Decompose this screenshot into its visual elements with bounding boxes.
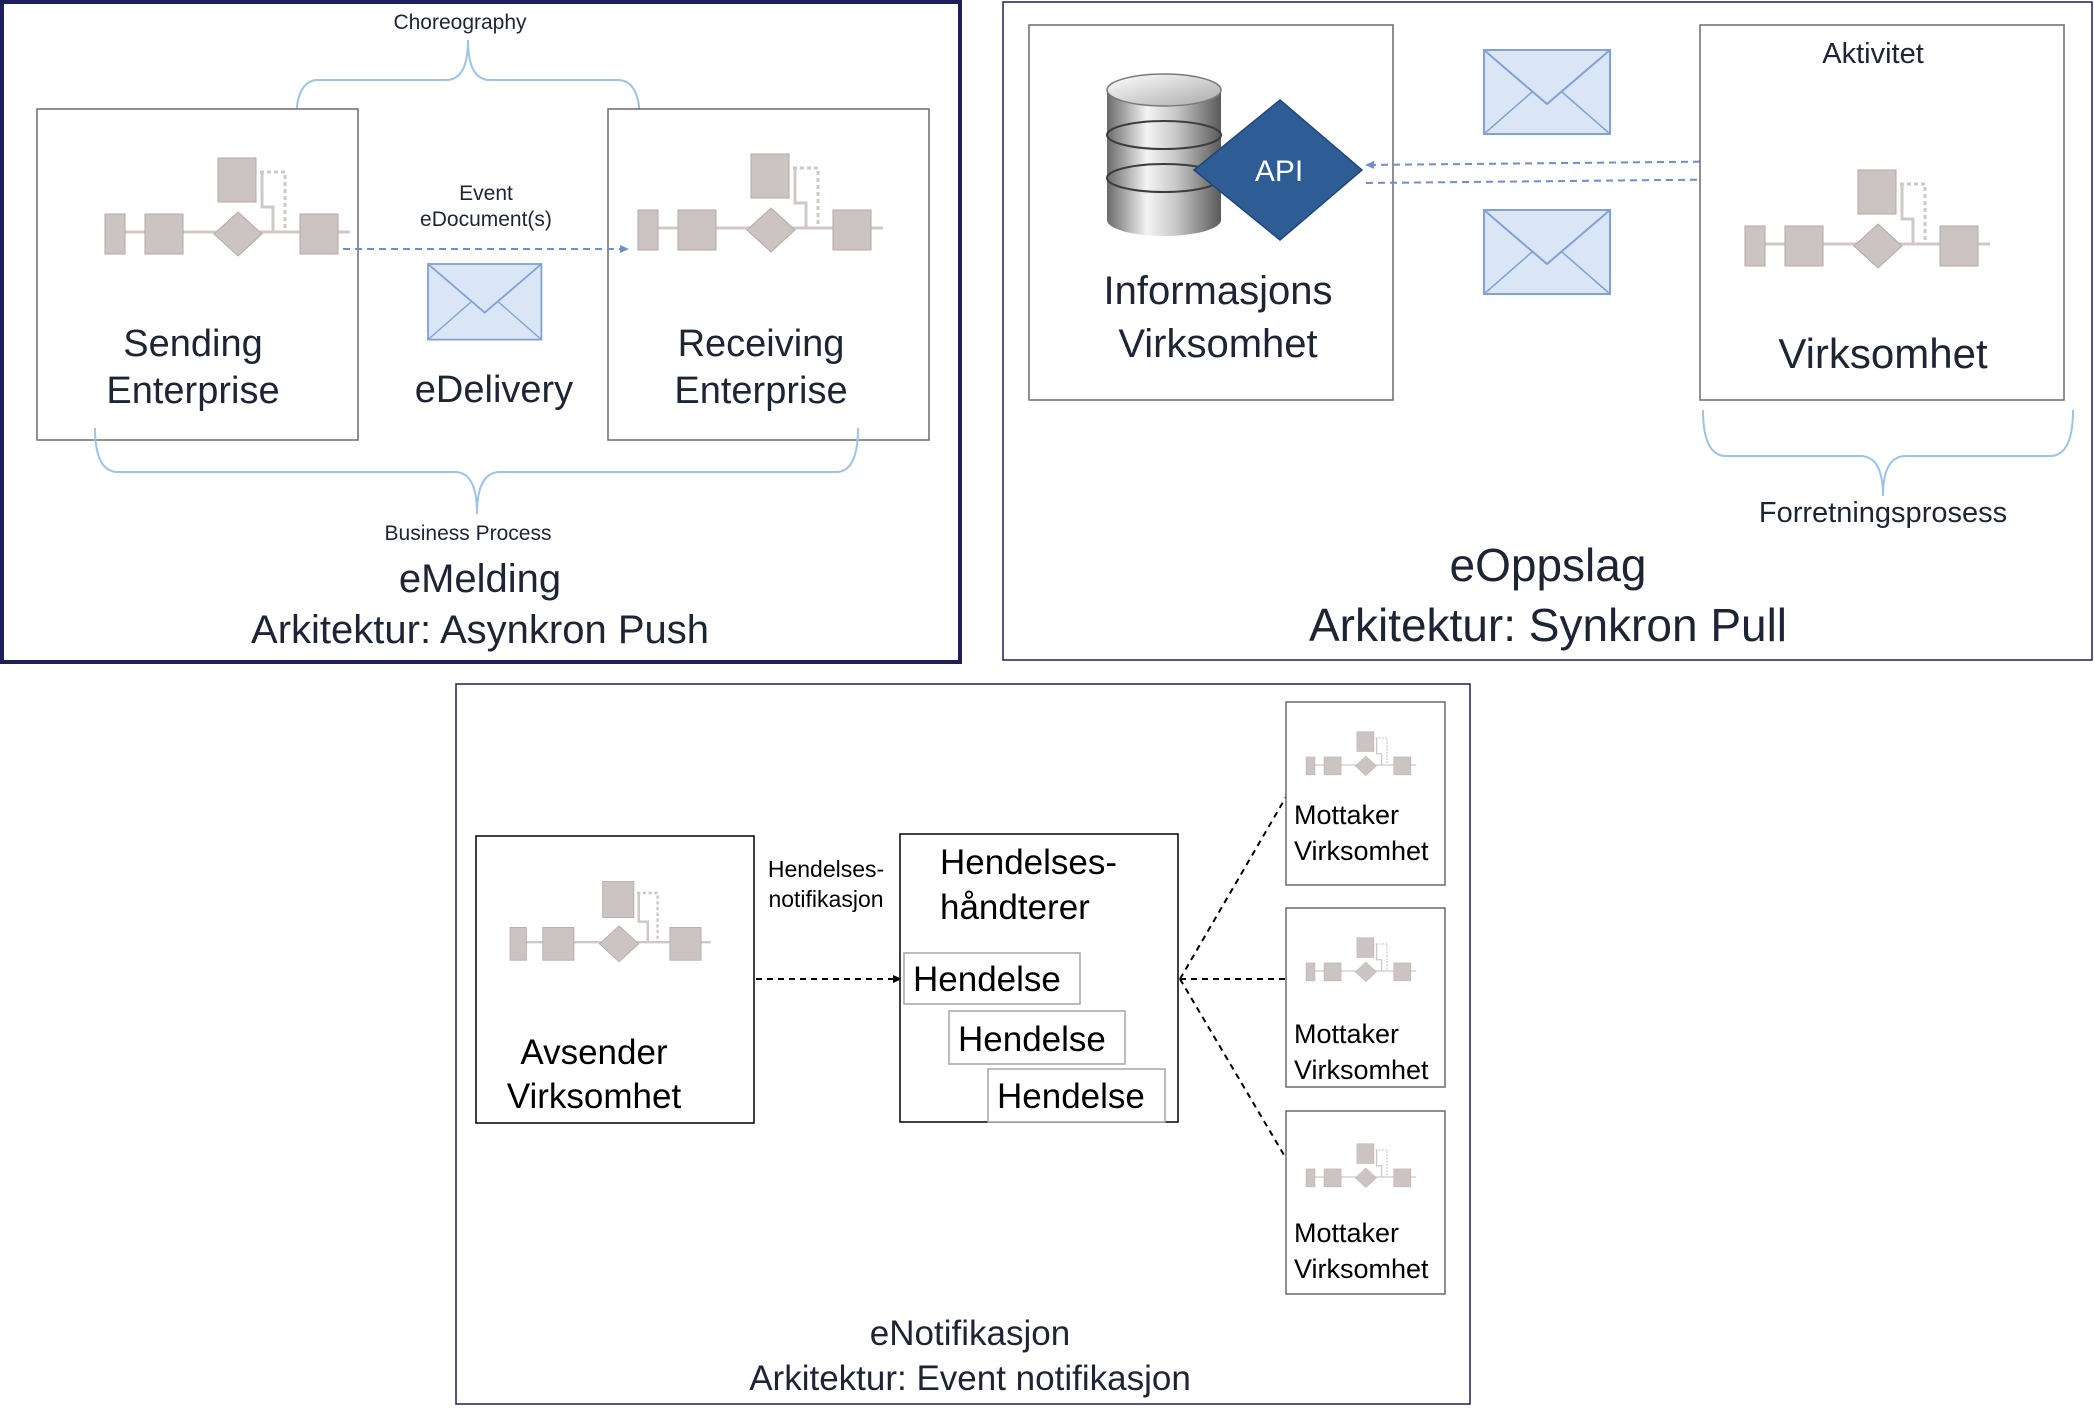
eoppslag-frame <box>1002 1 2093 661</box>
notification-label-line2: notifikasjon <box>768 886 883 912</box>
enotifikasjon-subtitle: Arkitektur: Event notifikasjon <box>749 1359 1191 1398</box>
request-envelope-icon <box>1483 49 1611 135</box>
receiver-label-1-line1: Mottaker <box>1294 800 1399 830</box>
event-label-2: Hendelse <box>958 1020 1106 1059</box>
receiving-enterprise-label-line1: Receiving <box>678 323 845 365</box>
emelding-panel: Choreography Sending Enterprise Receivin… <box>0 0 962 664</box>
event-label-1: Hendelse <box>913 960 1061 999</box>
choreography-bracket <box>295 39 641 123</box>
eoppslag-title: eOppslag <box>1450 539 1647 591</box>
receiver-label-2-line2: Virksomhet <box>1294 1055 1429 1085</box>
api-label: API <box>1255 155 1303 188</box>
enotifikasjon-panel: Avsender Virksomhet Hendelses- notifikas… <box>455 683 1471 1405</box>
receiver-box-3 <box>1285 1110 1446 1295</box>
emelding-title: eMelding <box>399 557 561 601</box>
receiver-label-1-line2: Virksomhet <box>1294 836 1429 866</box>
virksomhet-label: Virksomhet <box>1778 330 1988 377</box>
eoppslag-subtitle: Arkitektur: Synkron Pull <box>1309 599 1787 651</box>
sending-enterprise-label-line1: Sending <box>123 323 262 365</box>
event-box-3 <box>987 1068 1166 1123</box>
event-label-3: Hendelse <box>997 1077 1145 1116</box>
api-diamond <box>1192 99 1364 241</box>
aktivitet-label: Aktivitet <box>1822 38 1924 70</box>
event-box-1 <box>903 952 1081 1005</box>
notification-label-line1: Hendelses- <box>768 856 884 882</box>
sending-enterprise-box <box>36 108 359 441</box>
forretningsprosess-bracket <box>1702 409 2074 497</box>
fanout-arrow-1 <box>1179 772 1301 980</box>
database-icon <box>1106 73 1222 236</box>
event-handler-label-line2: håndterer <box>940 888 1090 927</box>
fanout-arrow-3 <box>1179 978 1301 1183</box>
forretningsprosess-label: Forretningsprosess <box>1759 497 2007 529</box>
business-process-label: Business Process <box>385 522 552 545</box>
informasjons-label-line1: Informasjons <box>1104 269 1333 313</box>
receiving-enterprise-label-line2: Enterprise <box>674 370 847 412</box>
event-label: Event <box>459 182 513 205</box>
emelding-subtitle: Arkitektur: Asynkron Push <box>251 608 709 652</box>
business-process-bracket <box>94 427 859 515</box>
choreography-label: Choreography <box>393 11 527 34</box>
avsender-label-line1: Avsender <box>520 1033 668 1072</box>
response-envelope-icon <box>1483 209 1611 295</box>
informasjons-label-line2: Virksomhet <box>1118 322 1317 366</box>
avsender-label-line2: Virksomhet <box>507 1077 682 1116</box>
enotifikasjon-title: eNotifikasjon <box>870 1314 1070 1353</box>
enotifikasjon-frame <box>455 683 1471 1405</box>
eoppslag-panel: API Informasjons Virksomhet Aktivitet Vi… <box>1002 1 2093 661</box>
receiver-label-3-line2: Virksomhet <box>1294 1254 1429 1284</box>
receiver-label-2-line1: Mottaker <box>1294 1019 1399 1049</box>
envelope-icon <box>427 263 543 341</box>
sending-enterprise-label-line2: Enterprise <box>106 370 279 412</box>
edelivery-label: eDelivery <box>415 369 573 411</box>
receiver-label-3-line1: Mottaker <box>1294 1218 1399 1248</box>
edocument-label: eDocument(s) <box>420 208 552 231</box>
emelding-frame <box>0 0 962 664</box>
event-box-2 <box>948 1010 1126 1065</box>
event-handler-label-line1: Hendelses- <box>940 843 1117 882</box>
